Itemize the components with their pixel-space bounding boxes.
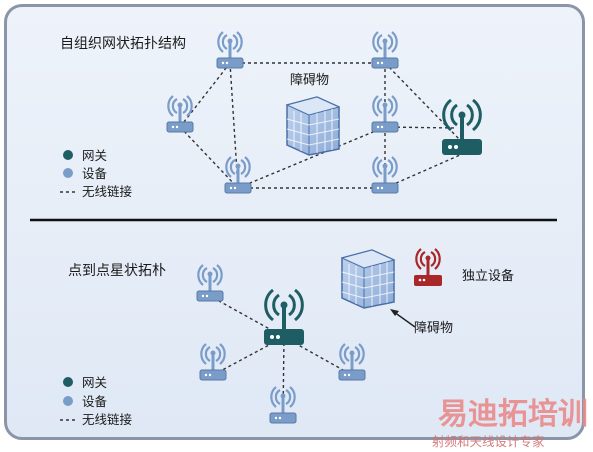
mesh-legend: 网关 设备 无线链接 — [60, 148, 133, 199]
building-obstacle-icon — [340, 249, 396, 309]
legend-gateway-label: 网关 — [82, 375, 107, 390]
obstacle-label: 障碍物 — [414, 321, 453, 336]
mesh-device — [166, 95, 194, 133]
star-device — [199, 343, 227, 381]
star-device — [338, 343, 366, 381]
standalone-device — [414, 248, 442, 286]
mesh-title: 自组织网状拓扑结构 — [60, 36, 186, 52]
mesh-gateway — [442, 98, 482, 155]
legend-link-label: 无线链接 — [82, 184, 133, 199]
diagram-frame — [4, 4, 585, 440]
obstacle-label: 障碍物 — [290, 73, 329, 88]
mesh-device — [216, 31, 244, 69]
legend-gateway-label: 网关 — [82, 148, 107, 163]
star-title: 点到点星状拓朴 — [68, 263, 166, 279]
legend-link-label: 无线链接 — [82, 412, 133, 427]
legend-device-label: 设备 — [82, 166, 108, 181]
device-legend-icon — [63, 168, 73, 178]
star-device — [269, 386, 297, 424]
standalone-label: 独立设备 — [462, 268, 514, 284]
star-gateway — [264, 288, 304, 345]
legend-device-label: 设备 — [82, 394, 108, 409]
mesh-device — [371, 156, 399, 194]
watermark-subtitle: 射频和天线设计专家 — [432, 434, 545, 449]
device-legend-icon — [63, 396, 73, 406]
mesh-device — [371, 31, 399, 69]
star-legend: 网关 设备 无线链接 — [60, 375, 133, 427]
gateway-legend-icon — [63, 377, 73, 387]
mesh-device — [371, 95, 399, 133]
building-obstacle-icon — [285, 96, 341, 156]
star-device — [196, 264, 224, 302]
mesh-device — [224, 156, 252, 194]
gateway-legend-icon — [63, 150, 73, 160]
obstacle-arrow — [390, 309, 416, 328]
watermark-brand: 易迪拓培训 — [438, 397, 588, 432]
star-links — [209, 295, 353, 419]
